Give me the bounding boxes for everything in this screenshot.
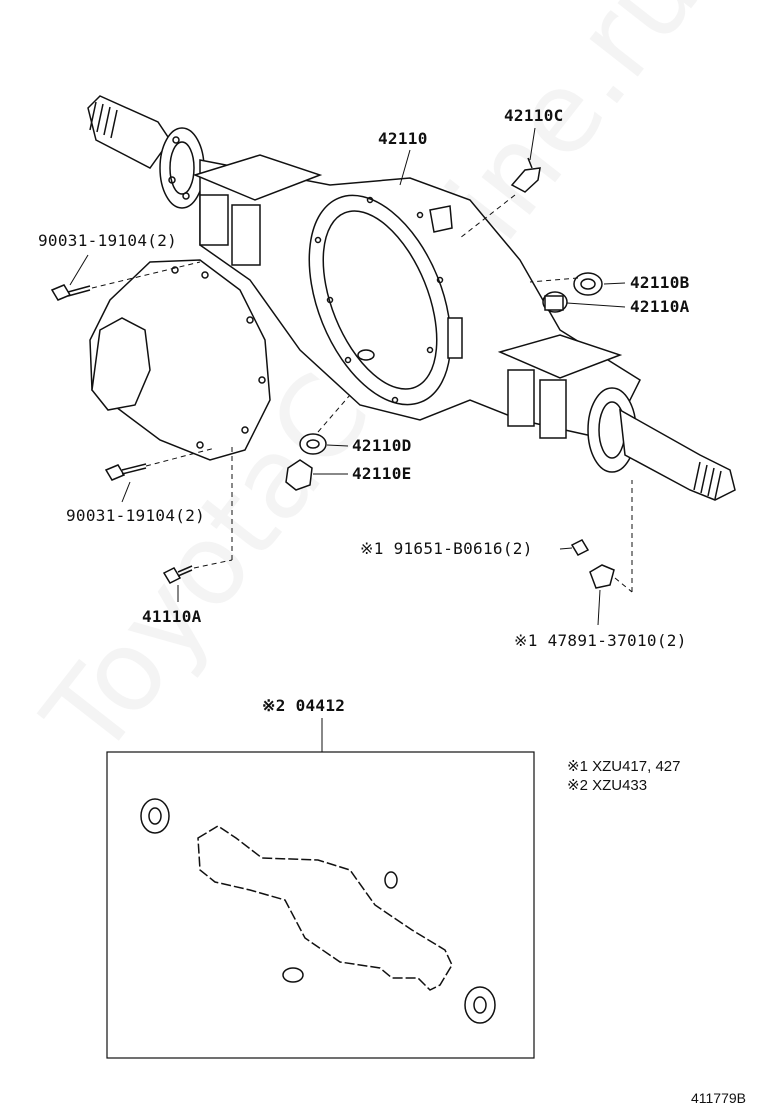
label-47891: ※1 47891-37010(2) [514, 631, 687, 650]
plug-42110E [285, 459, 313, 491]
label-41110A: 41110A [142, 607, 202, 626]
label-42110C: 42110C [504, 106, 564, 125]
note-1: ※1 XZU417, 427 [567, 758, 681, 775]
gasket-42110B [573, 272, 603, 296]
label-kit-04412: ※2 04412 [262, 696, 346, 715]
bolt-90031-top [50, 284, 91, 301]
right-axle-shaft [587, 387, 736, 501]
figure-number: 411779B [690, 1090, 746, 1106]
differential-carrier [89, 259, 271, 461]
bolt-41110A [162, 565, 193, 584]
label-42110: 42110 [378, 129, 428, 148]
label-42110B: 42110B [630, 273, 690, 292]
leader-lines [69, 127, 633, 752]
bolt-91651 [570, 539, 590, 556]
left-axle-shaft [87, 95, 205, 209]
note-2: ※2 XZU433 [567, 777, 648, 794]
label-bolt-top: 90031-19104(2) [38, 231, 178, 250]
label-42110A: 42110A [630, 297, 690, 316]
label-bolt-bottom: 90031-19104(2) [66, 506, 206, 525]
label-42110D: 42110D [352, 436, 412, 455]
label-91651: ※1 91651-B0616(2) [360, 539, 533, 558]
gasket-kit-box [106, 751, 535, 1059]
bolt-90031-bottom [104, 463, 147, 481]
clip-47891 [589, 564, 615, 589]
axle-housing-body [192, 154, 641, 441]
label-42110E: 42110E [352, 464, 412, 483]
plug-42110C [510, 157, 541, 193]
plug-42110A [542, 291, 568, 313]
gasket-42110D [299, 433, 327, 455]
